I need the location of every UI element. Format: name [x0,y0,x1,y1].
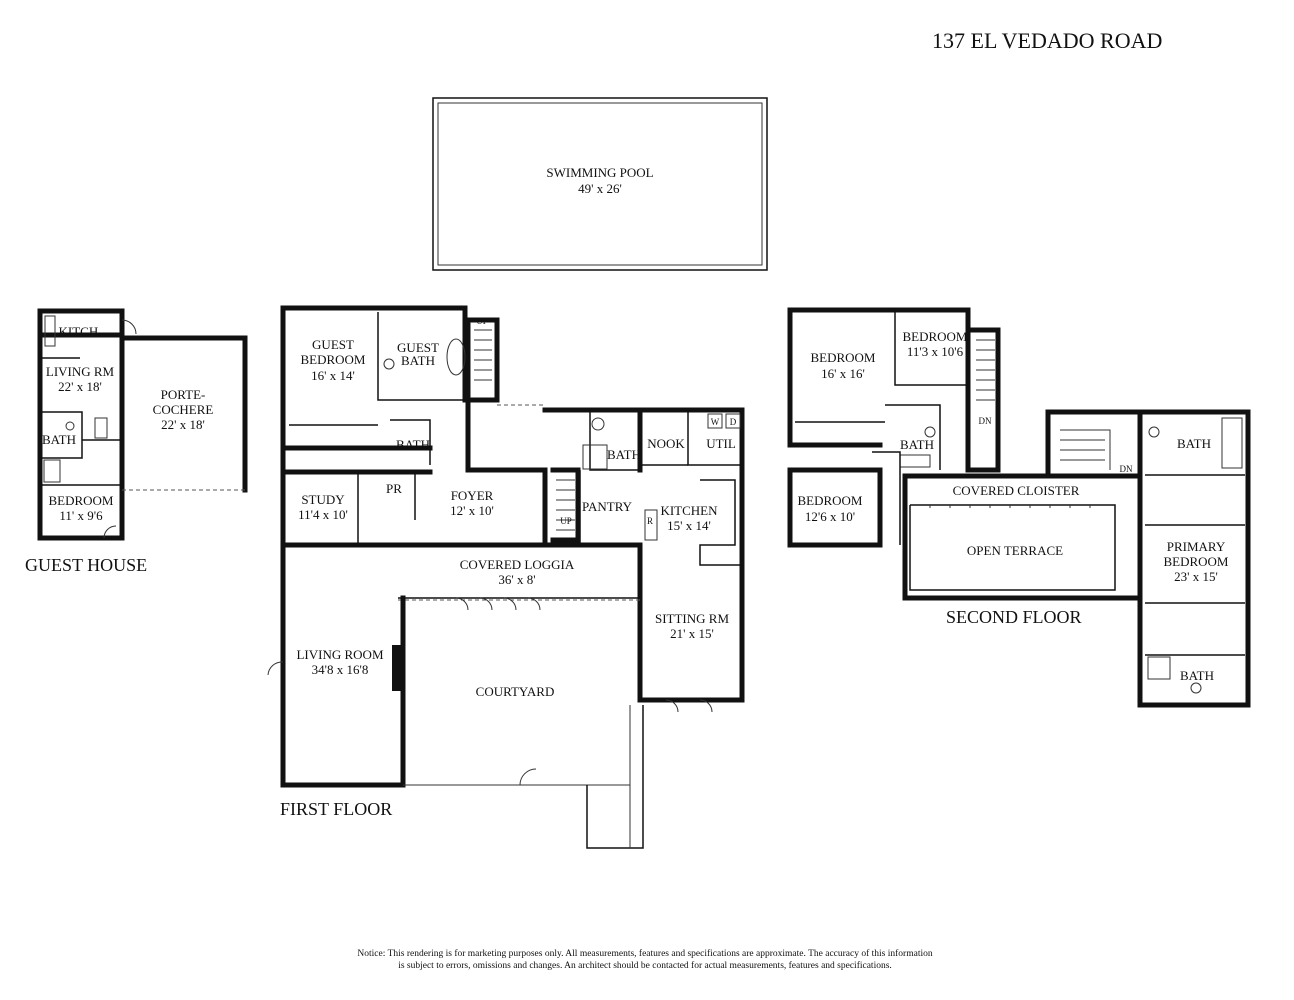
powder-room-label: PR [386,481,402,496]
second-bath-label-2: BATH [1177,436,1211,451]
guest-bedroom-dims: 11' x 9'6 [59,508,103,523]
guest-living-label: LIVING RM [46,364,115,379]
primary-bedroom-label-1: PRIMARY [1167,539,1226,554]
loggia-label: COVERED LOGGIA [460,557,575,572]
guest-bath-label-2: BATH [401,353,435,368]
stair-up-label-1: UP [476,316,488,326]
pool-label: SWIMMING POOL [546,165,653,180]
guest-bath-label-1: GUEST [397,340,439,355]
stair-down-label-2: DN [1120,464,1133,474]
primary-bedroom-dims: 23' x 15' [1174,569,1218,584]
living-room-dims: 34'8 x 16'8 [312,662,369,677]
kitchen-dims: 15' x 14' [667,518,711,533]
pool-dims: 49' x 26' [578,181,622,196]
washer-label: W [711,417,720,427]
second-floor-label: SECOND FLOOR [946,607,1082,627]
guest-kitchen-label: KITCH. [59,324,102,339]
bedroom-1-label: BEDROOM [810,350,875,365]
disclaimer-line-2: is subject to errors, omissions and chan… [398,961,892,971]
first-bath-label-1: BATH [396,437,430,452]
sitting-room-label: SITTING RM [655,611,729,626]
bedroom-2-dims: 11'3 x 10'6 [907,344,964,359]
dryer-label: D [730,417,737,427]
second-bath-label-3: BATH [1180,668,1214,683]
first-floor-plan: GUEST BEDROOM 16' x 14' GUEST BATH UP BA… [267,305,745,849]
courtyard-label: COURTYARD [476,684,555,699]
guest-living-dims: 22' x 18' [58,379,102,394]
foyer-label: FOYER [451,488,494,503]
pantry-label: PANTRY [582,499,633,514]
covered-cloister-label: COVERED CLOISTER [953,483,1080,498]
study-label: STUDY [301,492,345,507]
guest-house-floor-label: GUEST HOUSE [25,555,147,575]
guest-bedroom-label-1: GUEST [312,337,354,352]
loggia-dims: 36' x 8' [498,572,535,587]
bedroom-3-dims: 12'6 x 10' [805,509,855,524]
kitchen-label: KITCHEN [660,503,718,518]
second-bath-label-1: BATH [900,437,934,452]
porte-cochere-dims: 22' x 18' [161,417,205,432]
foyer-dims: 12' x 10' [450,503,494,518]
disclaimer-line-1: Notice: This rendering is for marketing … [357,949,933,959]
util-label: UTIL [706,436,736,451]
guest-bedroom-label-2: BEDROOM [300,352,365,367]
guest-house-plan: KITCH. LIVING RM 22' x 18' PORTE- COCHER… [37,308,248,541]
porte-cochere-label-2: COCHERE [153,402,214,417]
property-title: 137 EL VEDADO ROAD [932,28,1162,53]
first-floor-label: FIRST FLOOR [280,799,392,819]
guest-bath-label: BATH [42,432,76,447]
porte-cochere-label-1: PORTE- [161,387,206,402]
study-dims: 11'4 x 10' [298,507,348,522]
sitting-room-dims: 21' x 15' [670,626,714,641]
living-room-label: LIVING ROOM [296,647,383,662]
stair-up-label-2: UP [560,516,572,526]
primary-bedroom-label-2: BEDROOM [1163,554,1228,569]
disclaimer-notice: Notice: This rendering is for marketing … [290,948,1000,972]
bedroom-3-label: BEDROOM [797,493,862,508]
guest-bedroom-dims: 16' x 14' [311,368,355,383]
first-bath-label-2: BATH [607,447,641,462]
refrigerator-label: R [647,516,653,526]
stair-down-label-1: DN [979,416,992,426]
bedroom-2-label: BEDROOM [902,329,967,344]
open-terrace-label: OPEN TERRACE [967,543,1063,558]
bedroom-1-dims: 16' x 16' [821,366,865,381]
guest-bedroom-label: BEDROOM [48,493,113,508]
second-floor-plan: BEDROOM 16' x 16' BEDROOM 11'3 x 10'6 DN… [787,307,1251,708]
swimming-pool: SWIMMING POOL 49' x 26' [432,97,768,271]
nook-label: NOOK [647,436,685,451]
